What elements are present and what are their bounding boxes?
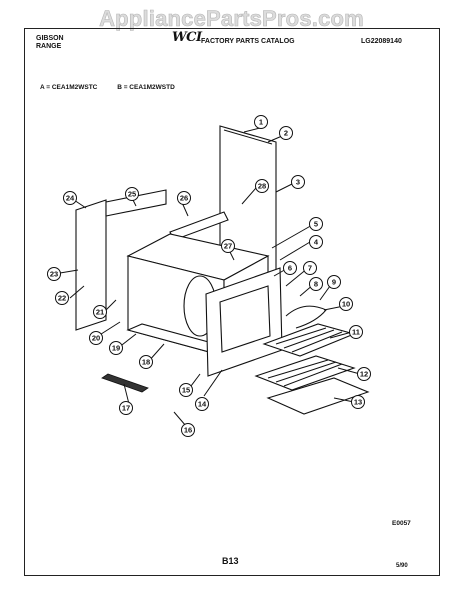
svg-text:3: 3: [296, 178, 300, 187]
model-legend: A = CEA1M2WSTC B = CEA1M2WSTD: [40, 84, 193, 92]
callout-15: 15: [179, 383, 193, 397]
kick-plate: [101, 373, 149, 393]
rack-wires: [267, 359, 343, 387]
callout-3: 3: [291, 175, 305, 189]
callout-18: 18: [139, 355, 153, 369]
svg-text:21: 21: [96, 308, 104, 317]
page-border: [24, 28, 440, 576]
callout-21: 21: [93, 305, 107, 319]
callout-numbers: 1 2 3 4 5 6 7 8 9 10 11 12 13 14 15 16 1…: [47, 115, 371, 437]
svg-text:19: 19: [112, 344, 120, 353]
bottom-panel: [266, 377, 370, 415]
callout-28: 28: [255, 179, 269, 193]
side-panel: [75, 199, 107, 331]
svg-text:16: 16: [184, 426, 192, 435]
revision-date: 5/90: [396, 563, 408, 569]
callout-24: 24: [63, 191, 77, 205]
exploded-parts-diagram: 1 2 3 4 5 6 7 8 9 10 11 12 13 14 15 16 1…: [47, 115, 371, 437]
callout-22: 22: [55, 291, 69, 305]
callout-19: 19: [109, 341, 123, 355]
callout-1: 1: [254, 115, 268, 129]
svg-text:11: 11: [352, 328, 360, 337]
brand-line-1: GIBSON: [36, 35, 64, 42]
svg-text:28: 28: [258, 182, 266, 191]
svg-text:6: 6: [288, 264, 292, 273]
catalog-number: LG22089140: [361, 38, 402, 45]
svg-text:18: 18: [142, 358, 150, 367]
svg-text:14: 14: [198, 400, 207, 409]
svg-text:26: 26: [180, 194, 188, 203]
callout-12: 12: [357, 367, 371, 381]
svg-text:13: 13: [354, 398, 362, 407]
callout-7: 7: [303, 261, 317, 275]
brand-line-2: RANGE: [36, 43, 62, 50]
svg-text:23: 23: [50, 270, 58, 279]
page-number: B13: [222, 556, 239, 566]
callout-4: 4: [309, 235, 323, 249]
svg-text:20: 20: [92, 334, 100, 343]
svg-text:10: 10: [342, 300, 350, 309]
callout-9: 9: [327, 275, 341, 289]
callout-5: 5: [309, 217, 323, 231]
catalog-title: FACTORY PARTS CATALOG: [201, 38, 295, 45]
callout-13: 13: [351, 395, 365, 409]
model-a: A = CEA1M2WSTC: [40, 84, 98, 91]
svg-text:27: 27: [224, 242, 232, 251]
pan-grid: [275, 327, 343, 353]
callout-16: 16: [181, 423, 195, 437]
svg-text:12: 12: [360, 370, 368, 379]
svg-text:1: 1: [259, 118, 263, 127]
callout-17: 17: [119, 401, 133, 415]
callout-27: 27: [221, 239, 235, 253]
svg-text:2: 2: [284, 129, 288, 138]
top-insulation: [105, 189, 167, 217]
brand-label: GIBSON RANGE: [36, 35, 64, 51]
callout-2: 2: [279, 126, 293, 140]
svg-text:24: 24: [66, 194, 75, 203]
callout-23: 23: [47, 267, 61, 281]
callout-10: 10: [339, 297, 353, 311]
svg-text:22: 22: [58, 294, 66, 303]
svg-text:5: 5: [314, 220, 318, 229]
figure-code: E0057: [392, 520, 411, 527]
svg-text:25: 25: [128, 190, 136, 199]
callout-26: 26: [177, 191, 191, 205]
callout-8: 8: [309, 277, 323, 291]
callout-11: 11: [349, 325, 363, 339]
callout-6: 6: [283, 261, 297, 275]
svg-text:15: 15: [182, 386, 190, 395]
svg-text:17: 17: [122, 404, 130, 413]
callout-25: 25: [125, 187, 139, 201]
model-b: B = CEA1M2WSTD: [117, 84, 175, 91]
callout-20: 20: [89, 331, 103, 345]
svg-text:7: 7: [308, 264, 312, 273]
svg-text:4: 4: [314, 238, 319, 247]
callout-14: 14: [195, 397, 209, 411]
watermark: AppliancePartsPros.com: [99, 6, 364, 32]
door-window: [219, 285, 271, 353]
svg-text:8: 8: [314, 280, 318, 289]
wci-logo: WCI: [172, 30, 202, 45]
svg-text:9: 9: [332, 278, 336, 287]
